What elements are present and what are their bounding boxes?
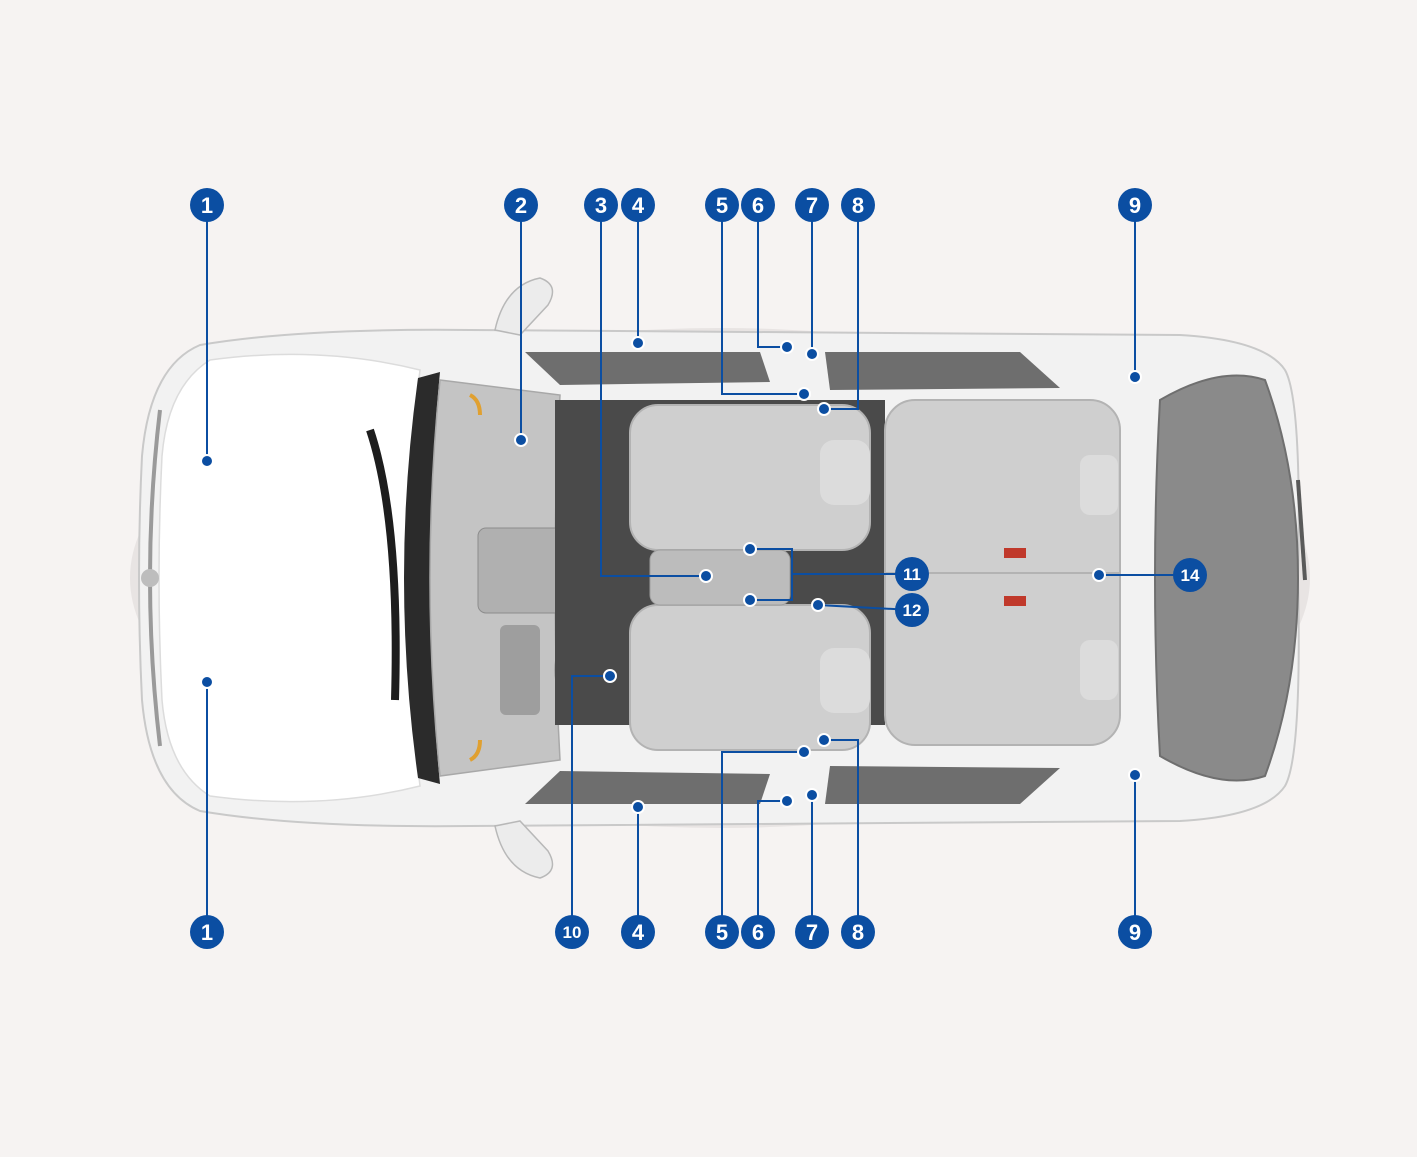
callout-label: 9 — [1129, 920, 1141, 945]
wiper-blades — [366, 428, 400, 701]
anchor-dots — [200, 336, 1142, 814]
leader-bottom-8 — [824, 739, 859, 932]
anchor-dot — [797, 387, 811, 401]
callout-top-4: 4 — [621, 188, 655, 222]
rear-latch-upper — [1004, 548, 1026, 558]
callout-top-8: 8 — [841, 188, 875, 222]
callout-right-14: 14 — [1173, 558, 1207, 592]
callout-top-3: 3 — [584, 188, 618, 222]
rear-latch-lower — [1004, 596, 1026, 606]
callout-label: 8 — [852, 920, 864, 945]
callout-label: 1 — [201, 193, 213, 218]
anchor-dot — [1128, 370, 1142, 384]
front-headrest-driver — [820, 648, 870, 713]
rear-headrest-right — [1080, 455, 1118, 515]
callout-label: 7 — [806, 193, 818, 218]
callout-top-2: 2 — [504, 188, 538, 222]
leader-top-6 — [757, 205, 787, 348]
callout-label: 5 — [716, 193, 728, 218]
callout-top-5: 5 — [705, 188, 739, 222]
side-mirror-bottom — [494, 820, 554, 879]
callout-top-1: 1 — [190, 188, 224, 222]
anchor-dot — [743, 542, 757, 556]
callout-bottom-5: 5 — [705, 915, 739, 949]
rear-glass — [1154, 374, 1300, 782]
anchor-dot — [200, 675, 214, 689]
left-trim-accent — [468, 393, 482, 416]
leader-top-3 — [600, 205, 706, 577]
callout-label: 2 — [515, 193, 527, 218]
rear-wiper — [1296, 479, 1307, 581]
callout-label: 9 — [1129, 193, 1141, 218]
front-emblem — [141, 569, 159, 587]
leader-lines — [206, 205, 1190, 932]
callout-label: 3 — [595, 193, 607, 218]
anchor-dot — [805, 347, 819, 361]
callout-label: 8 — [852, 193, 864, 218]
anchor-dot — [699, 569, 713, 583]
anchor-dot — [817, 733, 831, 747]
anchor-dot — [780, 340, 794, 354]
anchor-dot — [603, 669, 617, 683]
callout-label: 7 — [806, 920, 818, 945]
callout-label: 5 — [716, 920, 728, 945]
anchor-dot — [631, 800, 645, 814]
center-armrest — [649, 549, 791, 606]
front-headrest-passenger — [820, 440, 870, 505]
anchor-dot — [631, 336, 645, 350]
vehicle-illustration — [130, 277, 1310, 879]
callout-label: 4 — [632, 920, 645, 945]
leader-bottom-10 — [571, 675, 610, 932]
callout-bottom-8: 8 — [841, 915, 875, 949]
anchor-dot — [797, 745, 811, 759]
anchor-dot — [817, 402, 831, 416]
rear-window-top — [825, 352, 1060, 390]
rear-headrest-left — [1080, 640, 1118, 700]
anchor-dot — [1128, 768, 1142, 782]
leader-bottom-5 — [721, 751, 804, 932]
callout-bottom-4: 4 — [621, 915, 655, 949]
callout-label: 1 — [201, 920, 213, 945]
callout-bottom-9: 9 — [1118, 915, 1152, 949]
anchor-dot — [743, 593, 757, 607]
callout-bottom-10: 10 — [555, 915, 589, 949]
anchor-dot — [514, 433, 528, 447]
callout-label: 10 — [563, 923, 582, 942]
callout-bottom-7: 7 — [795, 915, 829, 949]
callout-top-9: 9 — [1118, 188, 1152, 222]
front-window-top — [525, 352, 770, 385]
callout-label: 4 — [632, 193, 645, 218]
callout-top-6: 6 — [741, 188, 775, 222]
callout-label: 6 — [752, 193, 764, 218]
anchor-dot — [811, 598, 825, 612]
right-trim-accent — [468, 739, 482, 762]
callout-bottom-6: 6 — [741, 915, 775, 949]
callout-label: 14 — [1181, 566, 1200, 585]
front-window-bottom — [525, 771, 770, 804]
callout-label: 6 — [752, 920, 764, 945]
leader-bottom-6 — [757, 800, 787, 932]
leader-right-11 — [750, 548, 912, 601]
callout-right-12: 12 — [895, 593, 929, 627]
callout-label: 12 — [903, 601, 922, 620]
leader-top-8 — [824, 205, 859, 410]
callout-bottom-1: 1 — [190, 915, 224, 949]
windshield — [404, 372, 440, 784]
anchor-dot — [780, 794, 794, 808]
anchor-dot — [200, 454, 214, 468]
side-mirror-top — [494, 277, 554, 336]
driver-dash-cluster — [500, 625, 540, 715]
callout-right-11: 11 — [895, 557, 929, 591]
callout-top-7: 7 — [795, 188, 829, 222]
rear-window-bottom — [825, 766, 1060, 804]
hood — [158, 353, 421, 803]
callout-badges: 1 2 3 4 5 6 7 8 — [190, 188, 1207, 949]
callout-label: 11 — [903, 565, 921, 584]
anchor-dot — [1092, 568, 1106, 582]
anchor-dot — [805, 788, 819, 802]
leader-top-5 — [721, 205, 804, 395]
